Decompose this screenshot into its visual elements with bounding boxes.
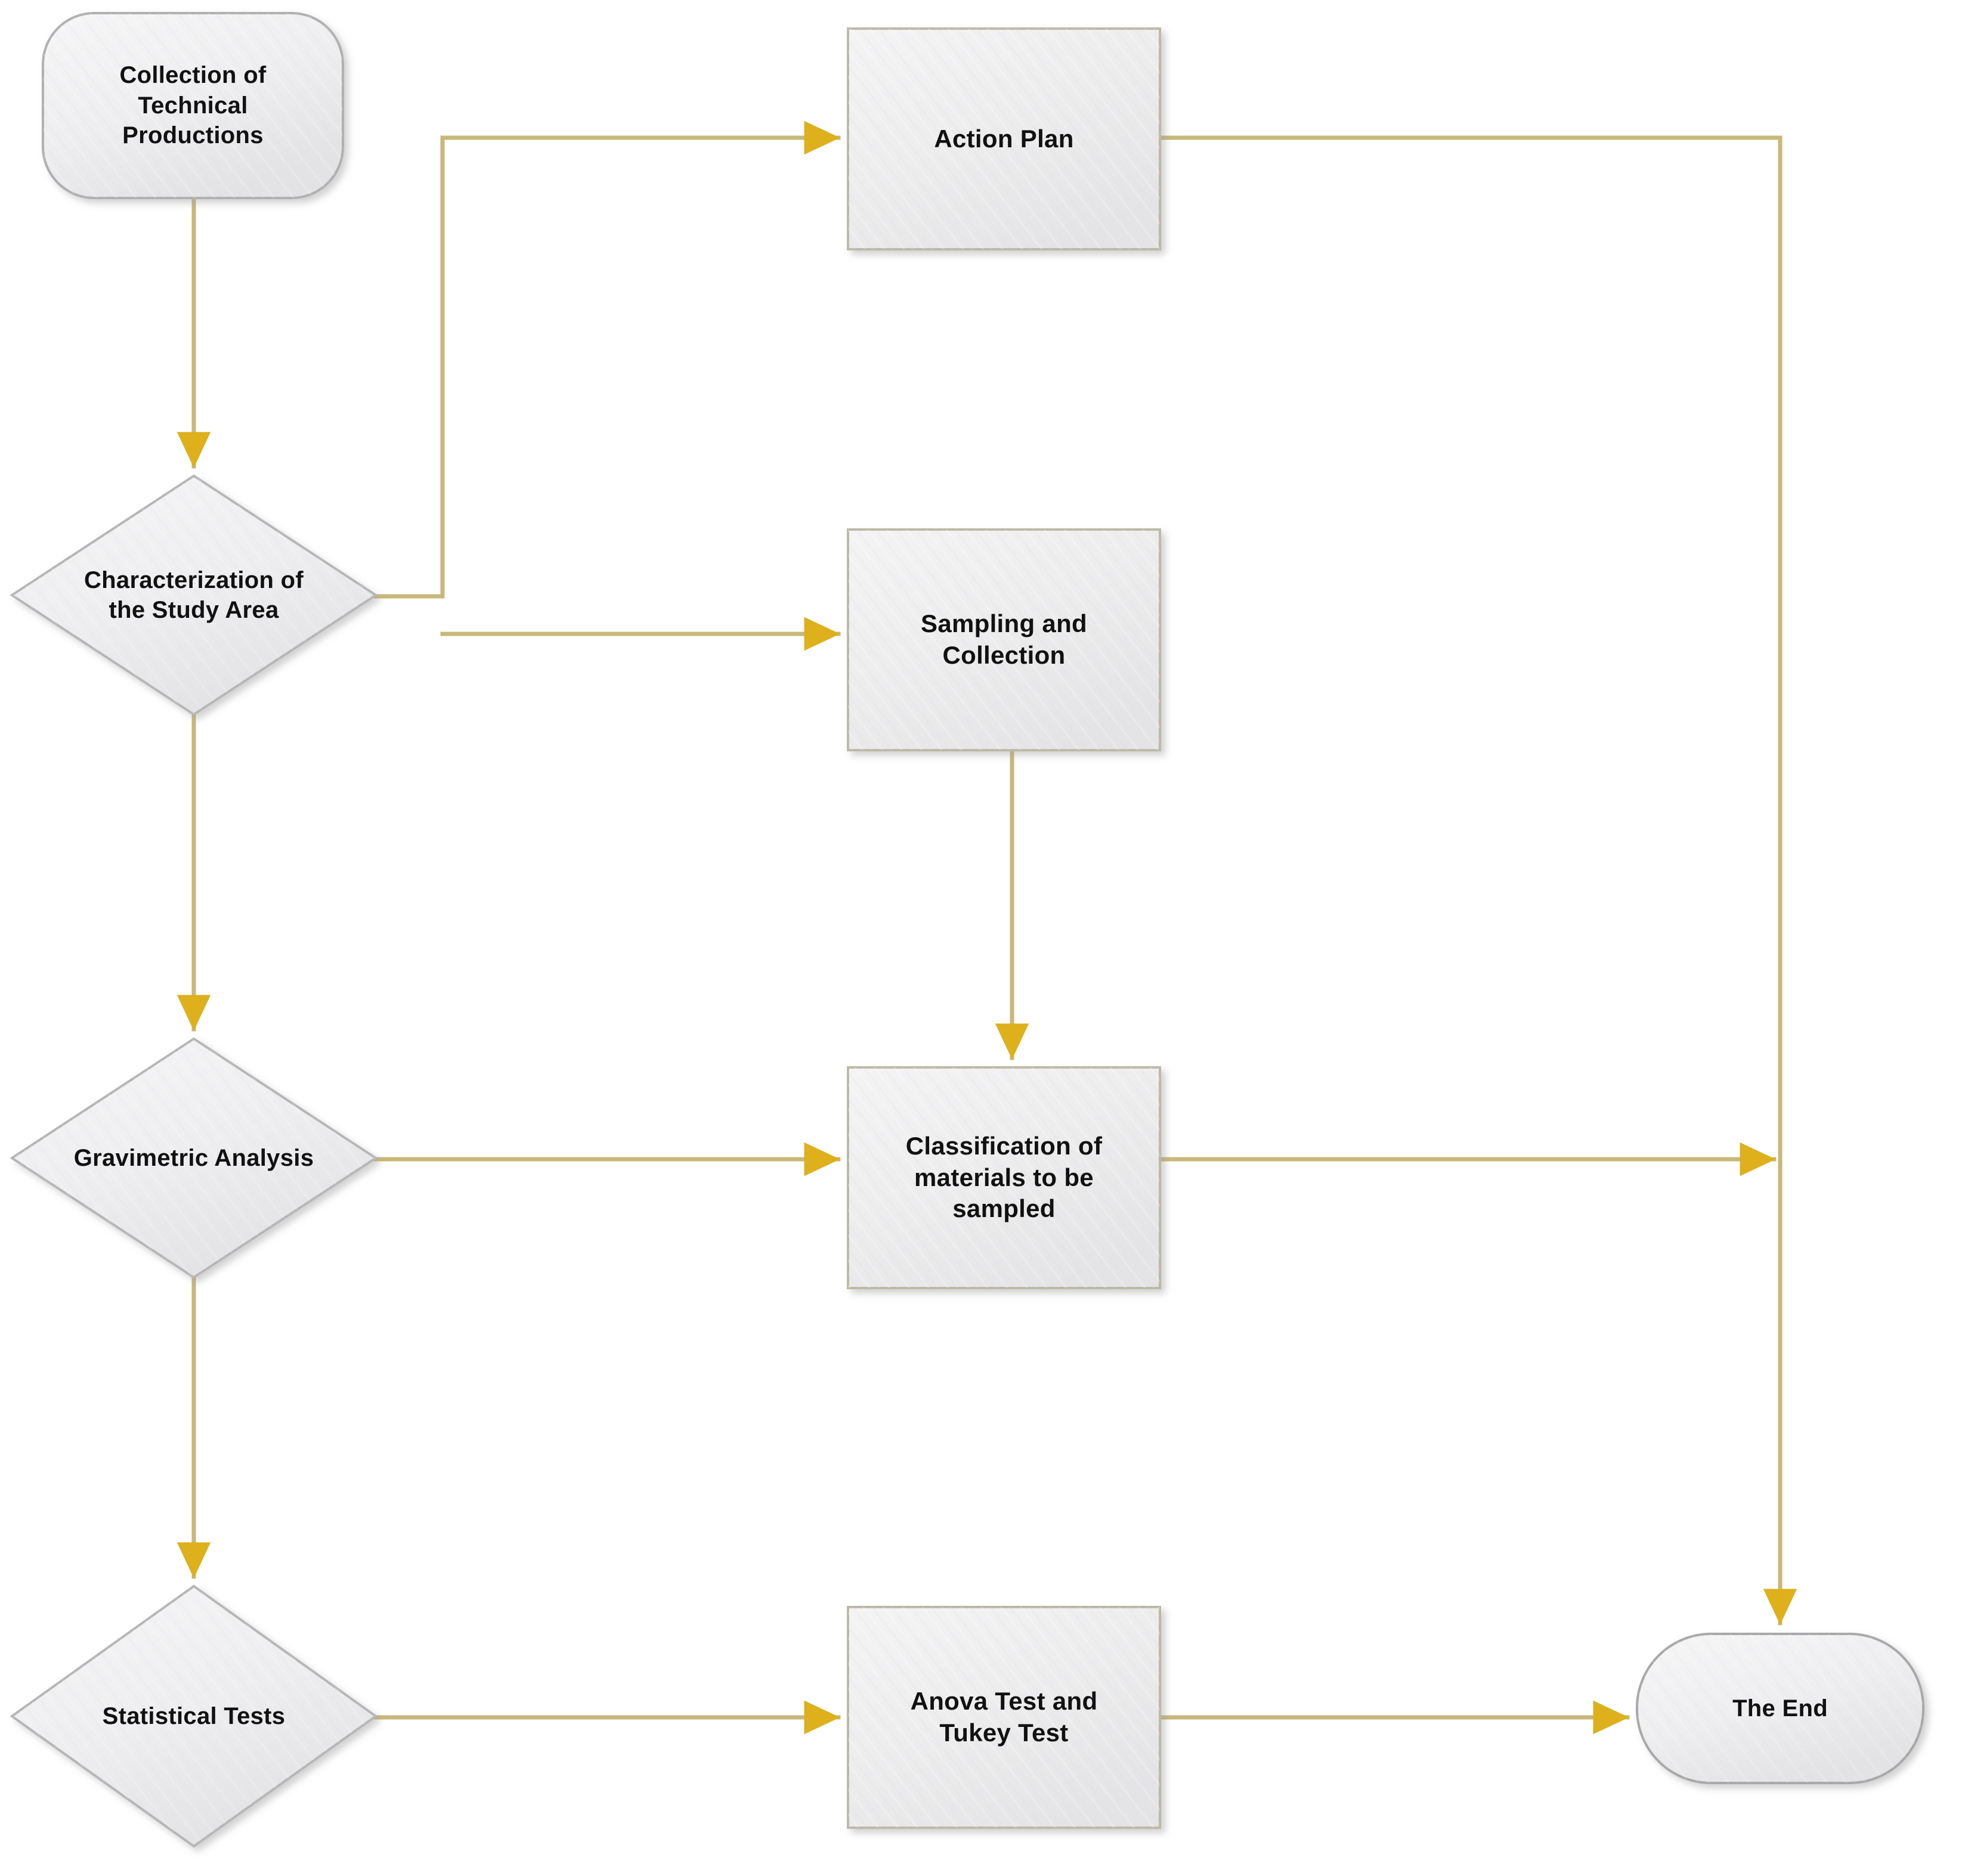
node-collection-of-technical-productions[interactable]	[42, 12, 344, 199]
node-classification-of-materials-to-be-sampled[interactable]	[847, 1066, 1161, 1289]
node-sampling-and-collection[interactable]	[847, 528, 1161, 751]
node-action-plan[interactable]	[847, 27, 1161, 250]
node-anova-test-and-tukey-test[interactable]	[847, 1606, 1161, 1829]
node-statistical-tests[interactable]	[10, 1584, 378, 1848]
node-gravimetric-analysis[interactable]	[10, 1037, 378, 1279]
node-characterization-of-the-study-area[interactable]	[10, 474, 378, 716]
edge-characterization-to-action-plan	[373, 120, 841, 599]
edge-action-plan-to-the-end	[1158, 135, 1797, 1626]
node-the-end[interactable]	[1636, 1633, 1924, 1784]
